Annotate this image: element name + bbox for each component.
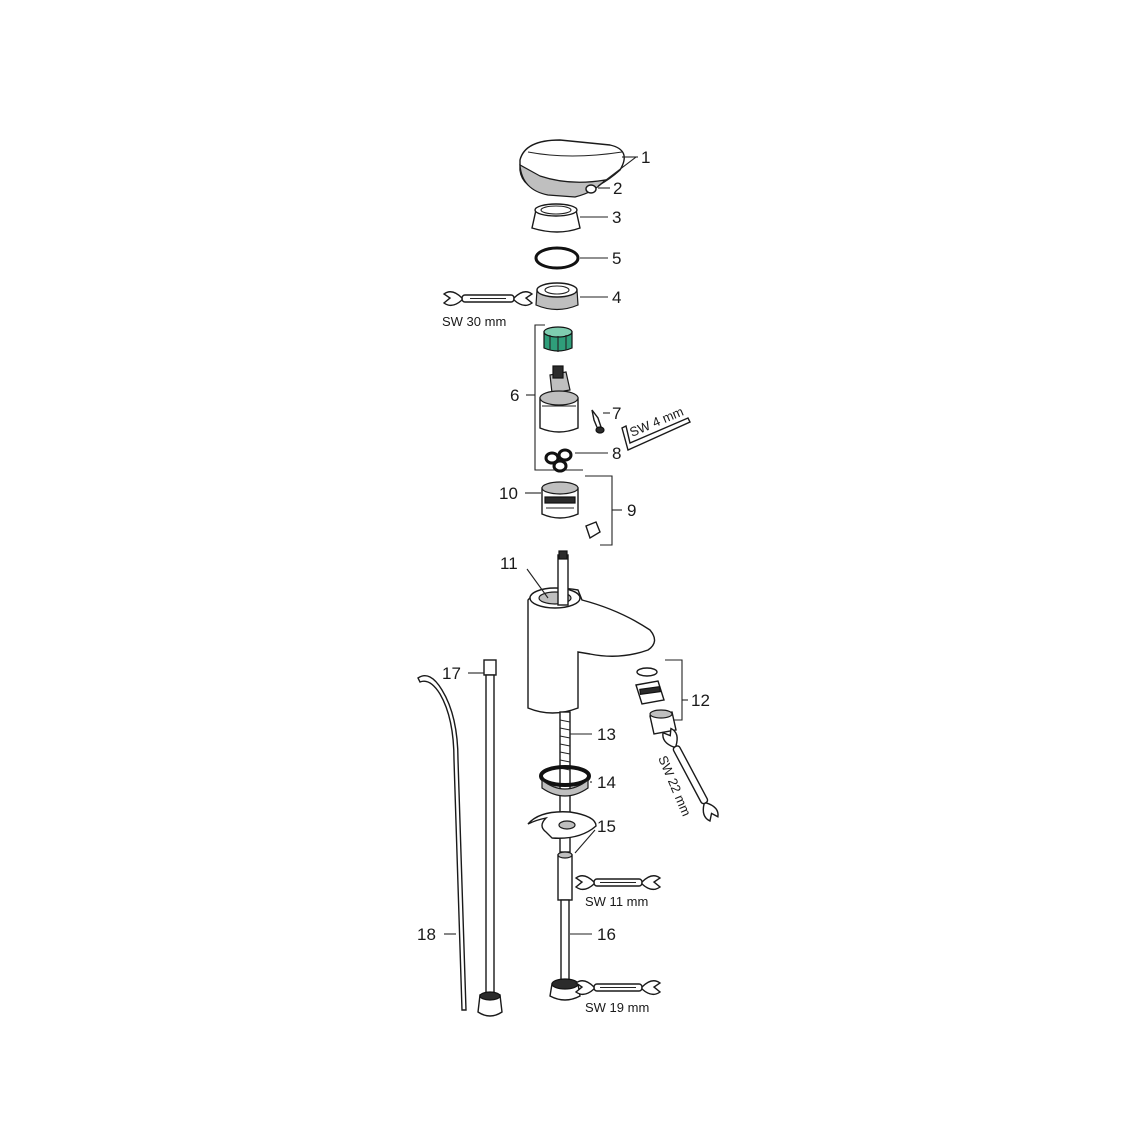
- label-part-16: 16: [597, 925, 616, 944]
- flexible-hose-part: [477, 659, 503, 1017]
- pull-rod-part: [417, 675, 467, 1011]
- label-part-1: 1: [641, 148, 650, 167]
- mounting-stud-part: [549, 899, 581, 1001]
- leader-lines: [444, 156, 688, 935]
- wrench-sw19-icon: [574, 980, 662, 996]
- label-part-12: 12: [691, 691, 710, 710]
- label-part-7: 7: [612, 404, 621, 423]
- cover-cap-part: [531, 203, 581, 233]
- label-part-2: 2: [613, 179, 622, 198]
- cartridge-part: [539, 365, 579, 433]
- wrench-sw22-icon: [662, 727, 719, 823]
- cartridge-seal-ring-part: [543, 326, 573, 352]
- label-part-15: 15: [597, 817, 616, 836]
- wrench-sw11-icon: [574, 875, 662, 891]
- aerator-set-part: [635, 667, 677, 735]
- pull-rod-top-part: [557, 550, 569, 606]
- spout-body-part: [527, 587, 656, 714]
- wrench-sw30-label: SW 30 mm: [442, 314, 506, 329]
- label-part-11: 11: [500, 554, 518, 573]
- label-part-3: 3: [612, 208, 621, 227]
- label-part-18: 18: [417, 925, 436, 944]
- label-part-8: 8: [612, 444, 621, 463]
- label-part-17: 17: [442, 664, 461, 683]
- horseshoe-plate-part: [527, 811, 597, 839]
- wrench-sw11-label: SW 11 mm: [585, 894, 648, 909]
- wrench-sw30-icon: [442, 291, 534, 307]
- part-number-labels: 1 2 3 5 4 6 7 8 10 9 11 17 12 13 14 15 1…: [417, 148, 710, 944]
- label-part-6: 6: [510, 386, 519, 405]
- cartridge-seals-part: [544, 448, 573, 473]
- valve-insert-part: [541, 481, 579, 519]
- label-part-10: 10: [499, 484, 518, 503]
- label-part-14: 14: [597, 773, 616, 792]
- allen-key-sw4-icon: [621, 417, 691, 451]
- wrench-sw19-label: SW 19 mm: [585, 1000, 649, 1015]
- label-part-9: 9: [627, 501, 636, 520]
- label-part-5: 5: [612, 249, 621, 268]
- lever-handle-part: [519, 139, 625, 198]
- o-ring-part: [534, 246, 580, 270]
- group-12-bracket: [665, 659, 683, 721]
- threaded-sleeve-part: [557, 851, 573, 901]
- base-seal-part: [539, 765, 591, 797]
- label-part-13: 13: [597, 725, 616, 744]
- grub-screw-part: [585, 184, 597, 194]
- clip-part: [585, 521, 601, 540]
- screw-part: [591, 409, 605, 434]
- lock-nut-part: [535, 282, 579, 311]
- label-part-4: 4: [612, 288, 621, 307]
